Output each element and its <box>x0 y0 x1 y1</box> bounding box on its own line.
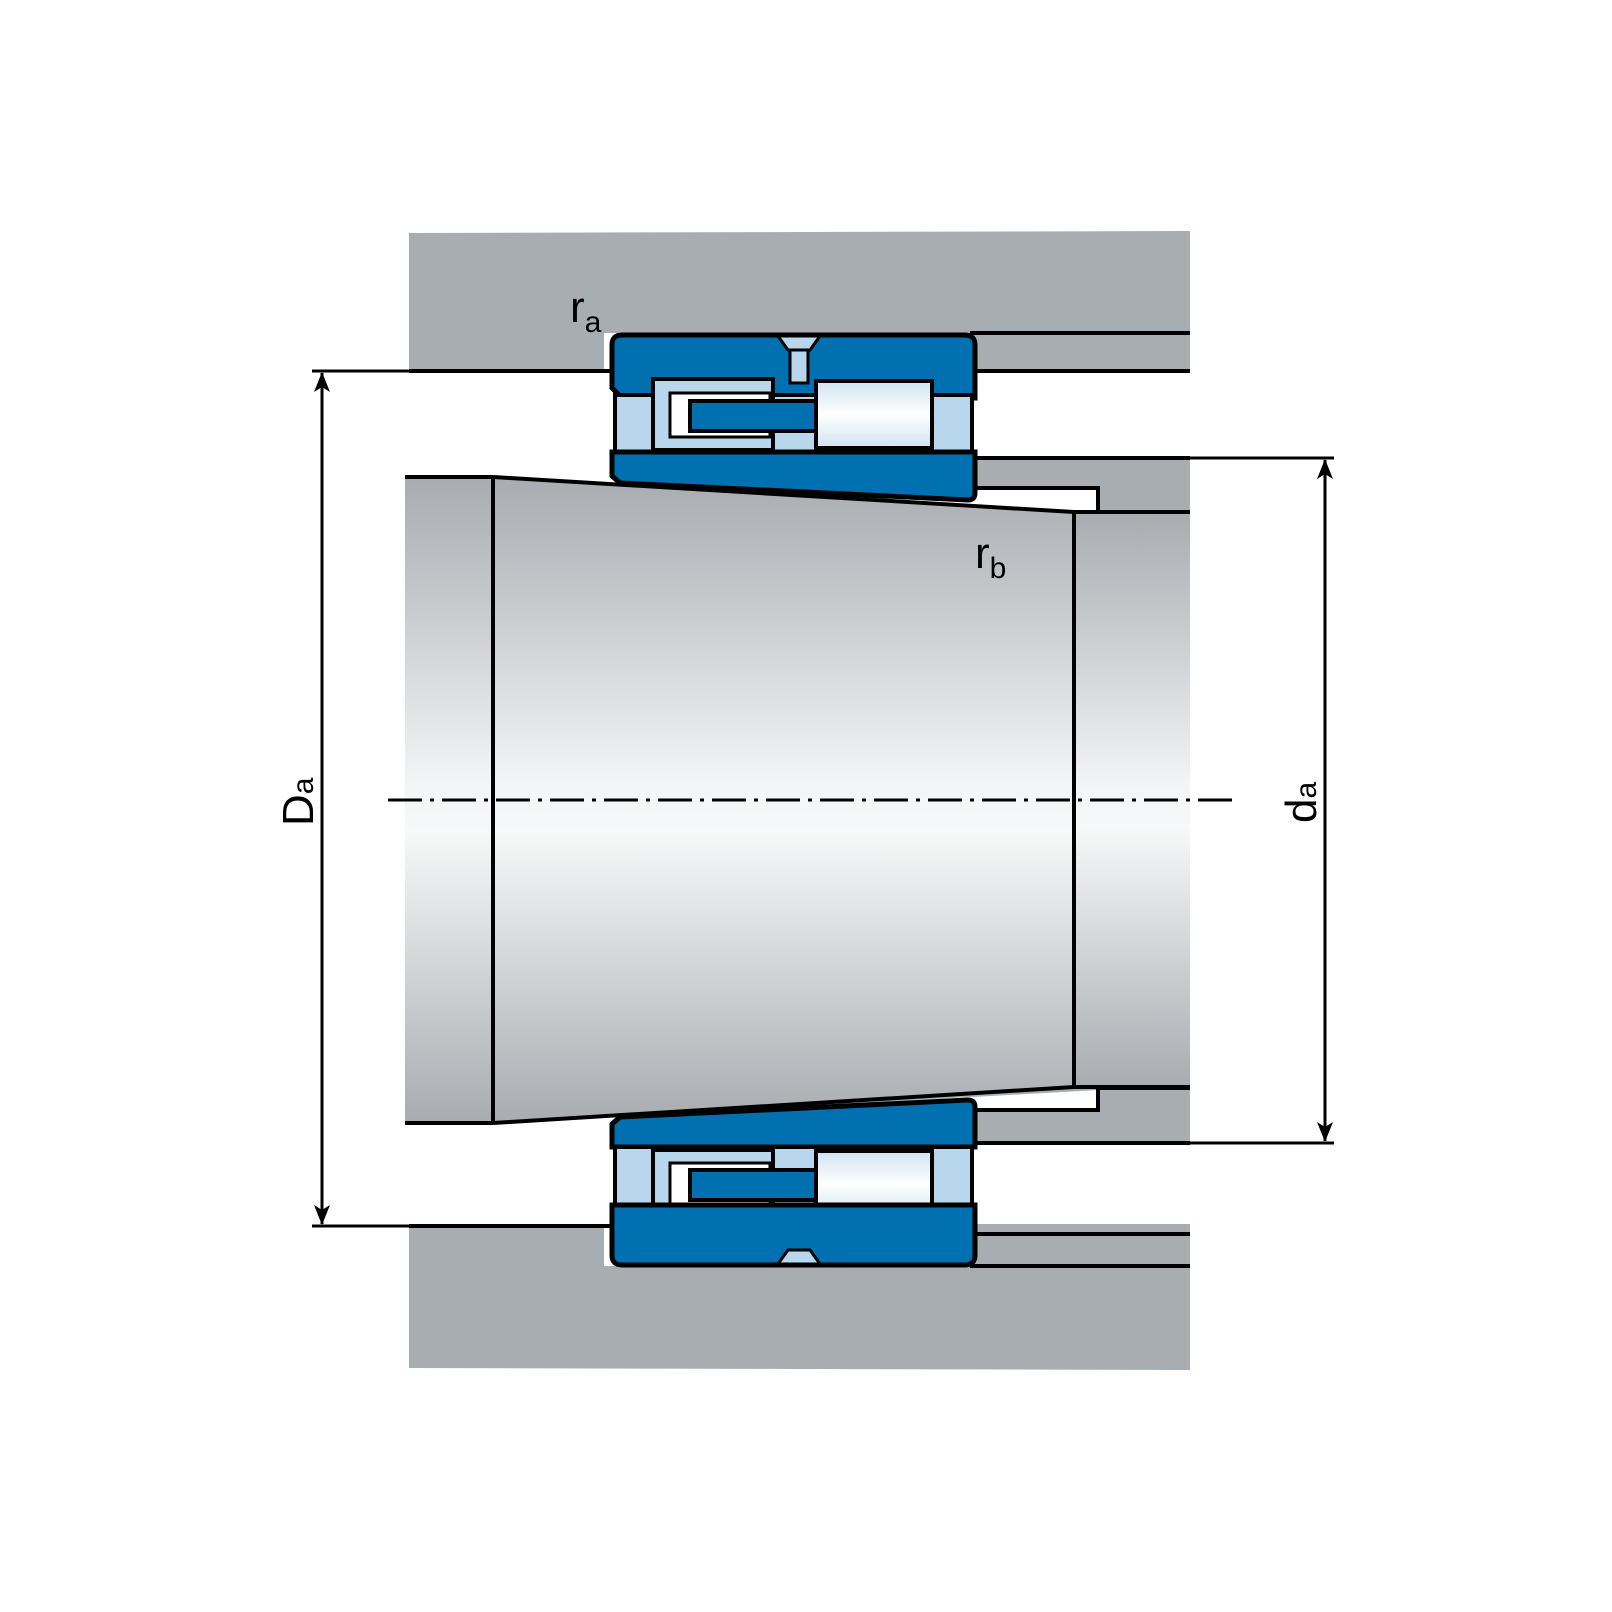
label-da: da <box>1277 782 1326 823</box>
label-rb: rb <box>975 529 1006 585</box>
dimension-da <box>1190 456 1334 1145</box>
bearing-section-bottom <box>609 1097 978 1268</box>
label-Da: Da <box>274 777 323 826</box>
label-ra: ra <box>570 283 602 339</box>
dimension-Da <box>312 369 409 1228</box>
bearing-section-top <box>609 332 978 503</box>
sleeve-nut-top <box>973 456 1190 514</box>
sleeve-nut-bottom <box>973 1086 1190 1145</box>
